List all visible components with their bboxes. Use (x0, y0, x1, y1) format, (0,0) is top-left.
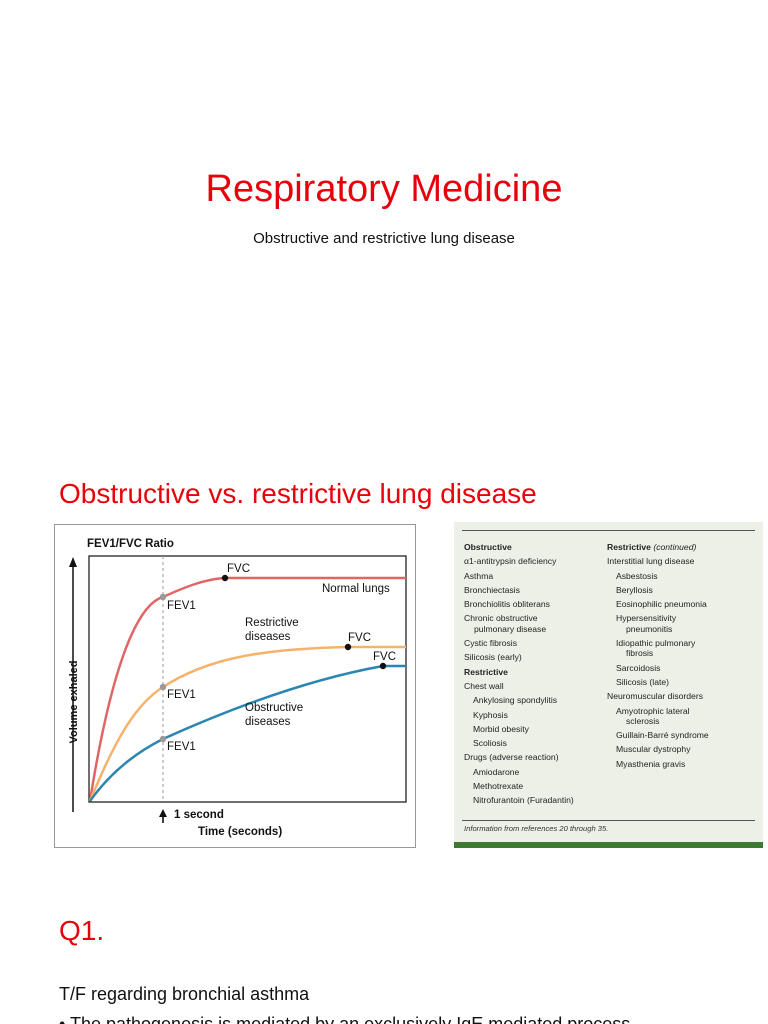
table-row: Asthma (464, 570, 494, 581)
table-row: Hypersensitivity (616, 613, 677, 624)
table-row: Myasthenia gravis (616, 758, 686, 769)
table-row: Interstitial lung disease (607, 556, 695, 567)
table-row: Bronchiolitis obliterans (464, 599, 550, 610)
table-head-restrictive-continued: Restrictive (continued) (607, 542, 697, 552)
spirometry-chart: FEV1/FVC Ratio Volume exhaled Time (seco… (54, 524, 416, 848)
one-second-label: 1 second (174, 809, 224, 821)
restrictive-curve (88, 645, 406, 802)
table-row: Asbestosis (616, 570, 658, 581)
x-axis-label: Time (seconds) (198, 826, 282, 838)
table-row: Eosinophilic pneumonia (616, 599, 707, 610)
table-row: Muscular dystrophy (616, 744, 691, 755)
table-row: Beryllosis (616, 584, 653, 595)
table-row: Amiodarone (473, 766, 520, 777)
y-axis-arrowhead (69, 557, 77, 567)
table-row: Obstructive (464, 542, 512, 552)
table-rule-top (462, 530, 755, 531)
table-row: Chronic obstructive (464, 613, 538, 624)
obstructive-label-2: diseases (245, 716, 291, 728)
table-footnote: Information from references 20 through 3… (464, 824, 609, 833)
question-bullet: • The pathogenesis is mediated by an exc… (59, 1014, 631, 1024)
table-row: Silicosis (late) (616, 676, 670, 687)
table-row: Sarcoidosis (616, 662, 661, 673)
table-row: Silicosis (early) (464, 652, 522, 663)
fvc-restrictive-point (344, 643, 352, 651)
table-row: Restrictive (464, 666, 508, 677)
table-row: pneumonitis (626, 623, 673, 634)
fev1-normal-label: FEV1 (167, 600, 196, 612)
obstructive-label-1: Obstructive (245, 702, 303, 714)
y-axis-label: Volume exhaled (68, 661, 80, 744)
fvc-restrictive-label: FVC (348, 632, 371, 644)
one-second-arrowhead (159, 809, 167, 817)
table-row: sclerosis (626, 715, 660, 726)
table-row: α1-antitrypsin deficiency (464, 556, 557, 567)
fev1-normal-point (159, 593, 167, 601)
fev1-restrictive-label: FEV1 (167, 689, 196, 701)
table-row: Chest wall (464, 680, 504, 691)
table-row: Morbid obesity (473, 723, 529, 734)
table-row: Cystic fibrosis (464, 638, 518, 649)
table-row: Neuromuscular disorders (607, 691, 703, 702)
fvc-normal-label: FVC (227, 563, 250, 575)
fev1-obstructive-label: FEV1 (167, 741, 196, 753)
question-statement: T/F regarding bronchial asthma (59, 984, 310, 1004)
table-row: Nitrofurantoin (Furadantin) (473, 795, 574, 806)
table-row: Methotrexate (473, 781, 524, 792)
chart-svg: FEV1/FVC Ratio Volume exhaled Time (seco… (68, 538, 407, 838)
table-row: Ankylosing spondylitis (473, 695, 558, 706)
table-row: Drugs (adverse reaction) (464, 752, 559, 763)
table-row: Guillain-Barré syndrome (616, 730, 709, 741)
table-row: Idiopathic pulmonary (616, 638, 696, 649)
table-rule-bottom (462, 820, 755, 821)
restrictive-label-1: Restrictive (245, 617, 299, 629)
normal-lungs-curve (88, 576, 406, 802)
table-row: pulmonary disease (474, 623, 547, 634)
table-row: Amyotrophic lateral (616, 705, 690, 716)
normal-lungs-label: Normal lungs (322, 583, 390, 595)
table-column-right: Restrictive (continued) Interstitial lun… (607, 540, 709, 771)
fvc-normal-point (221, 574, 229, 582)
slide-title: Respiratory Medicine (205, 168, 563, 210)
table-row: fibrosis (626, 648, 654, 659)
table-row: Kyphosis (473, 709, 508, 720)
fev1-restrictive-point (159, 683, 167, 691)
question-title: Q1. (59, 915, 105, 946)
table-row: Bronchiectasis (464, 584, 520, 595)
fev1-obstructive-point (159, 735, 167, 743)
fvc-obstructive-label: FVC (373, 651, 396, 663)
fvc-obstructive-point (379, 662, 387, 670)
restrictive-label-2: diseases (245, 631, 291, 643)
slide-subtitle: Obstructive and restrictive lung disease (253, 230, 515, 247)
plot-area (88, 555, 407, 803)
chart-title: FEV1/FVC Ratio (87, 538, 174, 550)
section-title: Obstructive vs. restrictive lung disease (59, 478, 537, 509)
obstructive-curve (88, 664, 406, 802)
table-row: Scoliosis (473, 738, 507, 749)
